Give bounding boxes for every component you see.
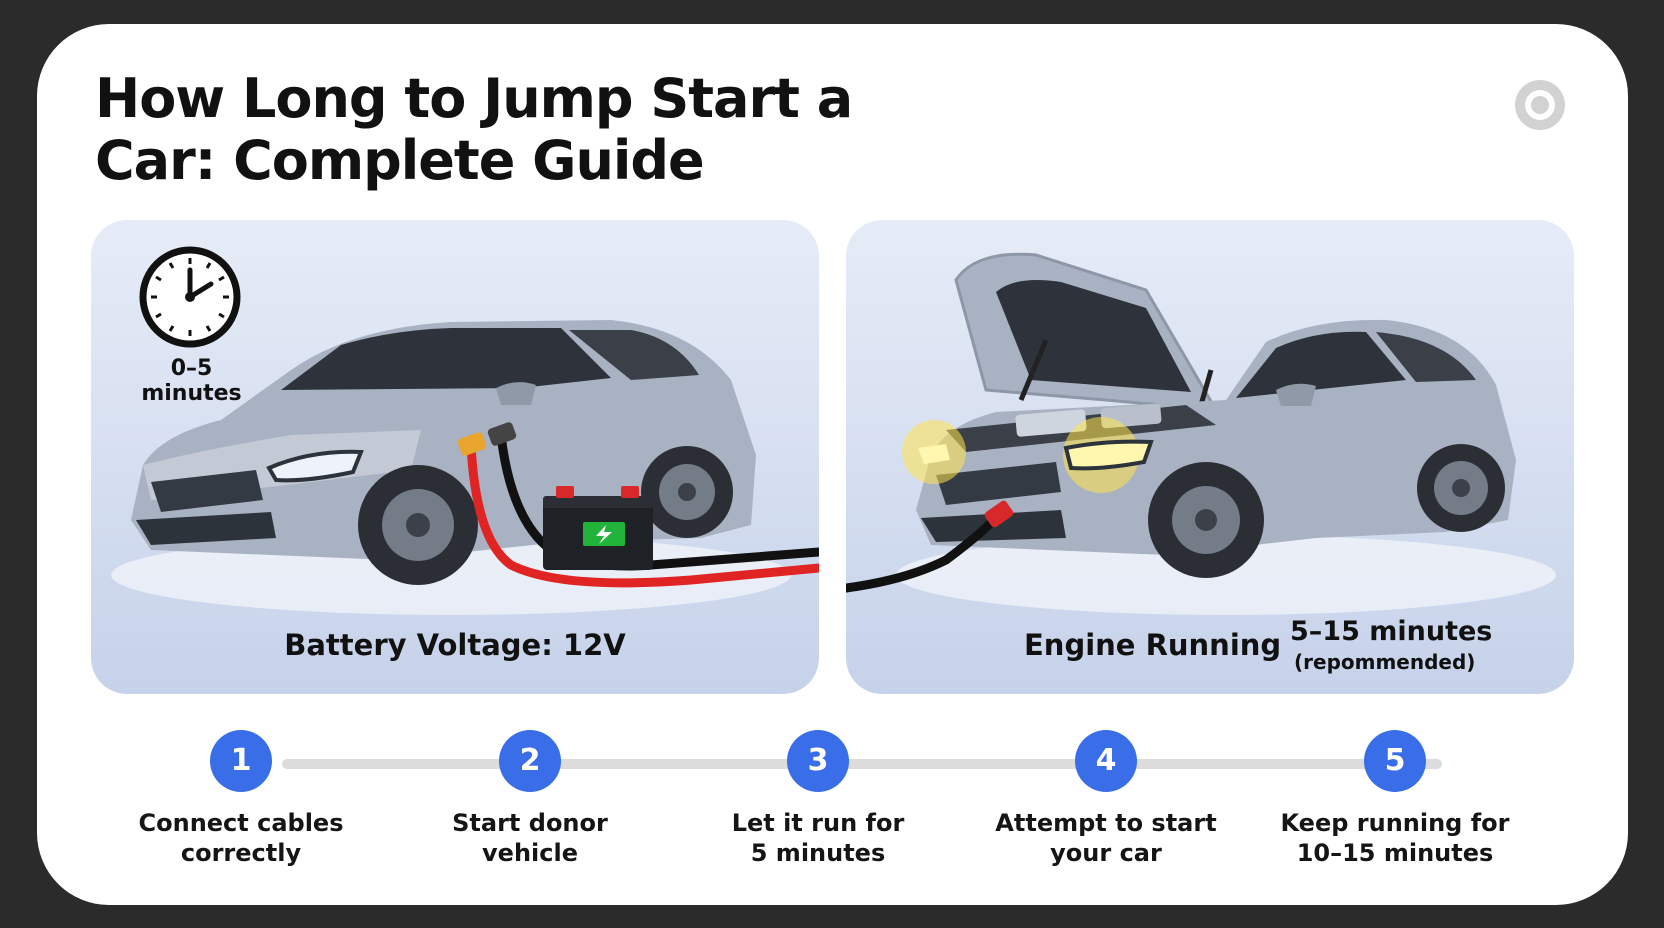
step-text-line: Start donor [452,809,608,837]
step-number-badge: 2 [499,730,561,792]
car-with-battery-illustration [111,320,819,615]
step-description: Let it run for 5 minutes [688,808,948,868]
step-text-line: 10–15 minutes [1296,839,1494,867]
step-text-line: 5 minutes [750,839,886,867]
battery-icon [543,486,653,570]
step-1: 1 Connect cables correctly [111,730,371,868]
step-5: 5 Keep running for 10–15 minutes [1265,730,1525,868]
step-4: 4 Attempt to start your car [976,730,1236,868]
step-3: 3 Let it run for 5 minutes [688,730,948,868]
page-title-line-2: Car: Complete Guide [95,129,705,192]
guide-card: How Long to Jump Start a Car: Complete G… [37,24,1628,905]
step-text-line: correctly [180,839,302,867]
step-text-line: Keep running for [1280,809,1510,837]
engine-running-panel: Engine Running 5–15 minutes (repommended… [846,220,1574,694]
step-number-badge: 5 [1364,730,1426,792]
jump-start-panel: 0–5 minutes Battery Voltage: 12V [91,220,819,694]
step-text-line: your car [1050,839,1162,867]
recommended-duration: 5–15 minutes [1290,616,1493,647]
clock-icon [139,246,241,348]
car-hood-open-illustration [846,252,1556,615]
step-text-line: vehicle [482,839,578,867]
step-text-line: Connect cables [138,809,344,837]
step-2: 2 Start donor vehicle [400,730,660,868]
step-number-badge: 4 [1075,730,1137,792]
settings-ring-icon[interactable] [1513,78,1567,132]
engine-running-caption: Engine Running [1024,628,1282,662]
battery-voltage-caption: Battery Voltage: 12V [284,628,626,662]
step-text-line: Let it run for [731,809,905,837]
step-text-line: Attempt to start [995,809,1217,837]
time-estimate-label: 0–5 minutes [141,356,242,406]
step-description: Connect cables correctly [111,808,371,868]
step-description: Keep running for 10–15 minutes [1265,808,1525,868]
step-number-badge: 3 [787,730,849,792]
step-description: Attempt to start your car [976,808,1236,868]
page-title: How Long to Jump Start a Car: Complete G… [95,68,995,192]
step-number-badge: 1 [210,730,272,792]
lightning-bolt-icon [596,525,612,544]
step-description: Start donor vehicle [400,808,660,868]
recommended-note: (repommended) [1294,650,1476,674]
timeline-track [282,759,1442,769]
page-title-line-1: How Long to Jump Start a [95,67,853,130]
